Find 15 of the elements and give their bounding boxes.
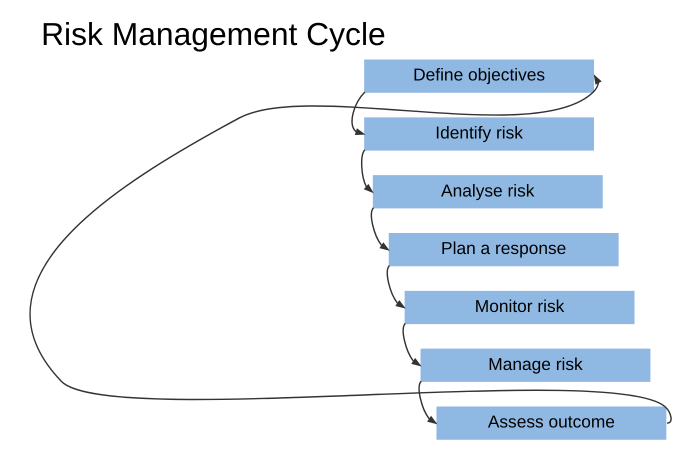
node-box: Assess outcome xyxy=(436,406,666,440)
arrow xyxy=(418,380,438,424)
arrow xyxy=(350,92,366,135)
diagram-title: Risk Management Cycle xyxy=(40,16,386,52)
arrow xyxy=(370,207,390,251)
node-box: Monitor risk xyxy=(404,290,634,324)
arrow xyxy=(360,149,374,194)
node-box: Define objectives xyxy=(364,60,594,93)
node-box: Plan a response xyxy=(388,233,618,266)
node-box: Analyse risk xyxy=(372,175,602,208)
arrow xyxy=(29,74,670,424)
node-box: Identify risk xyxy=(364,117,594,151)
node-box: Manage risk xyxy=(420,348,650,382)
arrow xyxy=(386,265,406,309)
arrow xyxy=(402,322,422,367)
